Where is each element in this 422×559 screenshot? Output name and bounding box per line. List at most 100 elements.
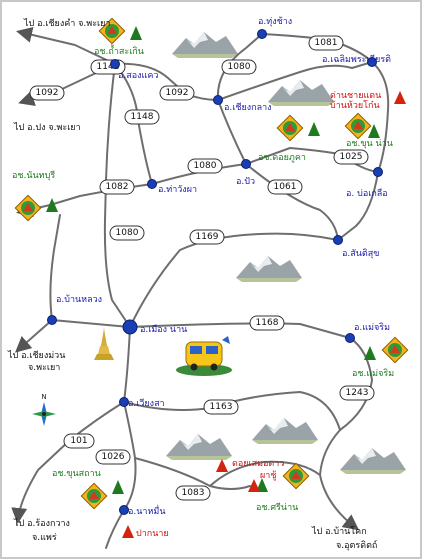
route-1082-shield: 1082 <box>99 179 135 195</box>
attraction-label-border: ด่านชายแดน <box>330 91 381 101</box>
attraction-icon <box>394 91 406 104</box>
route-1083-shield: 1083 <box>175 485 211 501</box>
park-label-mae-charim: อช.แม่จริม <box>352 368 394 379</box>
town-label-chaloem: อ.เฉลิมพระเกียรติ <box>322 54 391 65</box>
park-label-nanthaburi: อช.นันทบุรี <box>12 170 55 181</box>
park-label-doi-phukha: อช.ดอยภูคา <box>258 153 306 163</box>
town-label-thung-chang: อ.ทุ่งช้าง <box>258 16 292 27</box>
svg-text:1163: 1163 <box>210 402 233 412</box>
svg-text:1243: 1243 <box>346 388 369 398</box>
route-1169-shield: 1169 <box>189 229 225 245</box>
destination-label-rong-kwang: ไป อ.ร้องกวาง <box>13 518 70 529</box>
national-park-icon <box>80 482 108 510</box>
tree-icon <box>112 480 124 494</box>
route-shields: 1148 1081 1080 1092 1092 1148 1080 1082 … <box>29 35 375 501</box>
town-label-tha-wang-pha: อ.ท่าวังผา <box>158 185 197 195</box>
mountain-icon <box>268 80 334 106</box>
town-marker <box>213 95 223 105</box>
route-1092-shield: 1092 <box>29 85 65 101</box>
national-park-icon <box>381 336 409 364</box>
svg-text:101: 101 <box>70 436 87 446</box>
svg-text:1080: 1080 <box>228 62 251 72</box>
svg-text:1082: 1082 <box>106 182 129 192</box>
park-labels: อช.ถ้ำสะเกิน อช.ดอยภูคา อช.ขุน น่าน อช.น… <box>12 44 394 513</box>
attraction-icon <box>122 525 134 538</box>
attraction-label-pha-chu: ผาชู้ <box>260 470 276 481</box>
town-label-song-khwae: อ.สองแคว <box>118 71 158 81</box>
town-marker <box>147 179 157 189</box>
town-marker <box>241 159 251 169</box>
destination-label-ban-khok-province: จ.อุตรดิตถ์ <box>336 539 377 551</box>
attraction-label-doi-samer: ดอยเสมอดาว <box>232 459 284 469</box>
town-label-pua: อ.ปัว <box>236 177 255 187</box>
attraction-icon <box>216 459 228 472</box>
town-marker <box>119 505 129 515</box>
town-marker <box>47 315 57 325</box>
tour-bus-icon <box>176 336 232 376</box>
route-1025-shield: 1025 <box>333 149 369 165</box>
destination-label-chiang-muan: ไป อ.เชียงม่วน <box>7 350 65 361</box>
town-marker <box>257 29 267 39</box>
svg-text:1061: 1061 <box>274 182 297 192</box>
svg-text:1148: 1148 <box>97 62 120 72</box>
destination-label-ban-khok: ไป อ.บ้านโคก <box>311 526 367 537</box>
route-1080-shield: 1080 <box>109 225 145 241</box>
town-labels: อ.ทุ่งช้าง อ.เฉลิมพระเกียรติ อ.สองแคว อ.… <box>56 16 391 517</box>
compass-rose-icon: N <box>32 393 56 426</box>
town-label-chiang-klang: อ.เชียงกลาง <box>224 102 272 113</box>
road-network <box>11 26 390 549</box>
town-marker <box>345 333 355 343</box>
park-label-khun-sathan: อช.ขุนสถาน <box>52 469 101 479</box>
route-1168-shield: 1168 <box>249 315 285 331</box>
route-1061-shield: 1061 <box>267 179 303 195</box>
mountain-icon <box>340 448 406 474</box>
mountain-icon <box>172 32 238 58</box>
town-label-ban-luang: อ.บ้านหลวง <box>56 294 102 305</box>
town-label-wiang-sa: อ.เวียงสา <box>128 398 165 409</box>
svg-text:1026: 1026 <box>102 452 125 462</box>
svg-text:1080: 1080 <box>194 161 217 171</box>
national-park-icon <box>14 194 42 222</box>
attraction-label-huai-kon: บ้านห้วยโก๋น <box>330 100 380 111</box>
tree-icon <box>308 122 320 136</box>
destination-label-chiang-muan-province: จ.พะเยา <box>28 363 60 373</box>
route-1148-shield: 1148 <box>124 109 160 125</box>
town-label-mueang-nan: อ.เมือง น่าน <box>140 324 187 335</box>
route-1081-shield: 1081 <box>308 35 344 51</box>
town-marker <box>367 57 377 67</box>
route-101-shield: 101 <box>63 433 95 449</box>
town-marker <box>373 167 383 177</box>
route-1092-shield: 1092 <box>159 85 195 101</box>
town-label-na-muen: อ.นาหมื่น <box>128 504 166 517</box>
town-markers <box>47 29 383 515</box>
town-label-bo-kluea: อ. บ่อเกลือ <box>346 188 388 199</box>
route-1026-shield: 1026 <box>95 449 131 465</box>
svg-text:1148: 1148 <box>131 112 154 122</box>
park-label-si-nan: อช.ศรีน่าน <box>256 502 298 513</box>
svg-text:1025: 1025 <box>340 152 363 162</box>
route-1163-shield: 1163 <box>203 399 239 415</box>
svg-text:1083: 1083 <box>182 488 205 498</box>
tree-icon <box>364 346 376 360</box>
town-marker <box>122 319 138 335</box>
route-1080-shield: 1080 <box>221 59 257 75</box>
town-marker <box>110 59 120 69</box>
town-marker <box>333 235 343 245</box>
svg-text:1092: 1092 <box>36 88 59 98</box>
mountain-icon <box>166 434 232 460</box>
destination-label-rong-kwang-province: จ.แพร่ <box>32 533 57 543</box>
attraction-label-pak-nai: ปากนาย <box>136 529 169 539</box>
park-label-khun-nan: อช.ขุน น่าน <box>346 139 393 149</box>
town-label-mae-charim: อ.แม่จริม <box>354 322 390 333</box>
svg-text:1169: 1169 <box>196 232 219 242</box>
route-1080-shield: 1080 <box>187 158 223 174</box>
svg-text:N: N <box>41 393 46 401</box>
destination-labels: ไป อ.เชียงคำ จ.พะเยา ไป อ.ปง จ.พะเยา ไป … <box>7 18 377 551</box>
svg-text:1092: 1092 <box>166 88 189 98</box>
town-label-santi-suk: อ.สันติสุข <box>342 248 379 259</box>
destination-label-pong: ไป อ.ปง จ.พะเยา <box>13 122 81 133</box>
national-park-icon <box>344 112 372 140</box>
svg-text:1081: 1081 <box>315 38 338 48</box>
